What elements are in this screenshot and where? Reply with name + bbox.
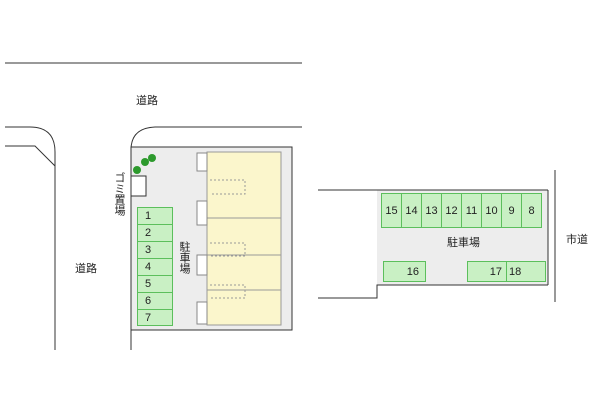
right-lot-bottom-edge xyxy=(318,284,548,299)
balcony xyxy=(196,254,208,276)
parking-space-3: 3 xyxy=(137,241,173,259)
road-corner-left xyxy=(5,126,56,350)
garbage-box xyxy=(130,175,147,197)
road-label-left: 道路 xyxy=(75,262,97,275)
garbage-area-label: ゴミ置場 xyxy=(113,172,126,216)
parking-space-14: 14 xyxy=(401,193,422,228)
fixture-outline xyxy=(210,179,246,195)
parking-space-8: 8 xyxy=(521,193,542,228)
parking-space-10: 10 xyxy=(481,193,502,228)
city-road-label: 市道 xyxy=(566,233,588,246)
parking-space-6: 6 xyxy=(137,292,173,310)
parking-label-left: 駐車場 xyxy=(178,241,191,274)
parking-space-9: 9 xyxy=(501,193,522,228)
tree-icon xyxy=(133,166,141,174)
parking-space-7: 7 xyxy=(137,309,173,326)
fixture-outline xyxy=(210,242,246,257)
parking-space-15: 15 xyxy=(381,193,402,228)
parking-space-12: 12 xyxy=(441,193,462,228)
fixture-outline xyxy=(210,284,246,299)
parking-label-right: 駐車場 xyxy=(447,236,480,249)
road-label-top: 道路 xyxy=(136,94,158,107)
parking-space-4: 4 xyxy=(137,258,173,276)
parking-space-2: 2 xyxy=(137,224,173,242)
balcony xyxy=(196,152,208,172)
tree-icon xyxy=(148,154,156,162)
parking-space-16: 16 xyxy=(383,261,426,282)
parking-space-13: 13 xyxy=(421,193,442,228)
building xyxy=(206,151,282,326)
parking-space-17: 17 xyxy=(467,261,507,282)
balcony xyxy=(196,301,208,325)
parking-space-11: 11 xyxy=(461,193,482,228)
parking-space-5: 5 xyxy=(137,275,173,293)
sidewalk-line xyxy=(5,145,56,167)
parking-space-18: 18 xyxy=(506,261,546,282)
balcony xyxy=(196,200,208,226)
tree-icon xyxy=(141,158,149,166)
parking-space-1: 1 xyxy=(137,207,173,225)
